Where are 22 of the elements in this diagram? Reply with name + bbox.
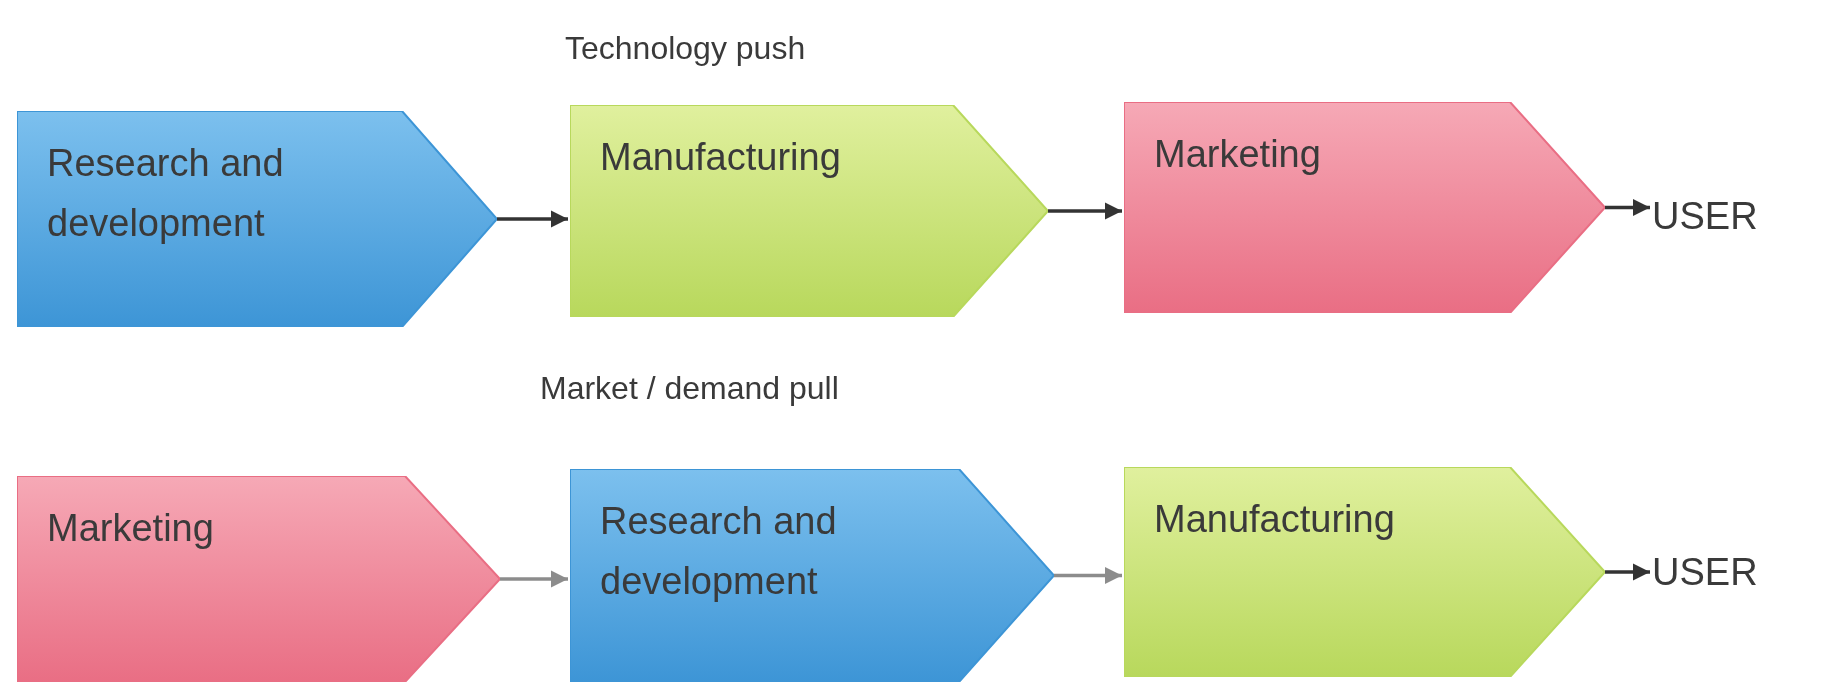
arrow [1054, 566, 1122, 585]
step-label: Manufacturing [1154, 497, 1396, 542]
step-label: Marketing [47, 506, 215, 551]
row-heading: Technology push [565, 30, 806, 67]
arrow [497, 210, 568, 228]
end-label: USER [1652, 550, 1758, 594]
row-heading: Market / demand pull [540, 370, 839, 407]
arrow [1048, 202, 1122, 220]
end-label: USER [1652, 194, 1758, 238]
arrow [1605, 563, 1650, 581]
step-label: Marketing [1154, 132, 1322, 177]
chevron-step [570, 469, 1054, 682]
chevron-step [570, 105, 1048, 317]
arrow [1605, 198, 1650, 217]
chevron-step [17, 476, 500, 682]
chevron-step [1124, 102, 1605, 313]
step-label: Research and development [600, 499, 838, 604]
step-label: Manufacturing [600, 135, 842, 180]
step-label: Research and development [47, 141, 285, 246]
chevron-step [1124, 467, 1605, 677]
arrow [500, 570, 568, 588]
chevron-step [17, 111, 497, 327]
